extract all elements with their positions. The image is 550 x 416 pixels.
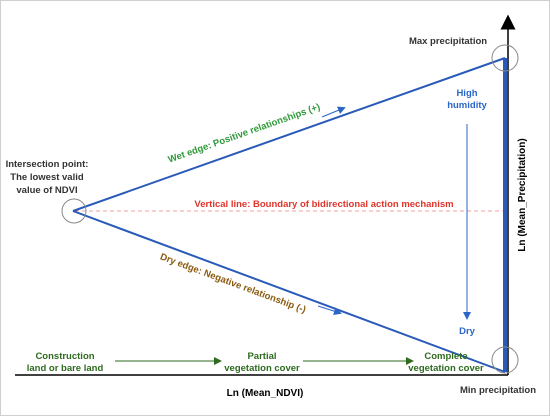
complete-label-1: Complete [424,351,467,362]
construction-label-1: Construction [35,351,94,362]
intersection-label-3: value of NDVI [16,185,77,196]
partial-label-2: vegetation cover [224,363,300,374]
complete-label-2: vegetation cover [408,363,484,374]
vertical-line-label: Vertical line: Boundary of bidirectional… [194,199,453,210]
construction-label-2: land or bare land [27,363,104,374]
dry-edge-label: Dry edge: Negative relationship (-) [158,252,307,316]
intersection-label-2: The lowest valid [10,172,84,183]
intersection-circle [61,198,87,224]
wet-edge-arrow [321,106,346,118]
wet-edge-label: Wet edge: Positive relationships (+) [167,102,322,166]
dry-edge-line [72,210,506,373]
intersection-label-1: Intersection point: [6,159,89,170]
max-circle [491,44,519,72]
partial-label-1: Partial [247,351,276,362]
y-axis-label: Ln (Mean_Precipitation) [517,138,528,251]
wet-edge-line [72,57,506,212]
min-precipitation-label: Min precipitation [460,385,536,396]
high-humidity-label-2: humidity [447,100,487,111]
min-circle [491,346,519,374]
dry-label: Dry [459,326,476,337]
x-axis-label: Ln (Mean_NDVI) [227,388,304,399]
dry-edge-arrow [317,305,342,315]
max-precipitation-label: Max precipitation [409,36,487,47]
high-humidity-label-1: High [456,88,477,99]
